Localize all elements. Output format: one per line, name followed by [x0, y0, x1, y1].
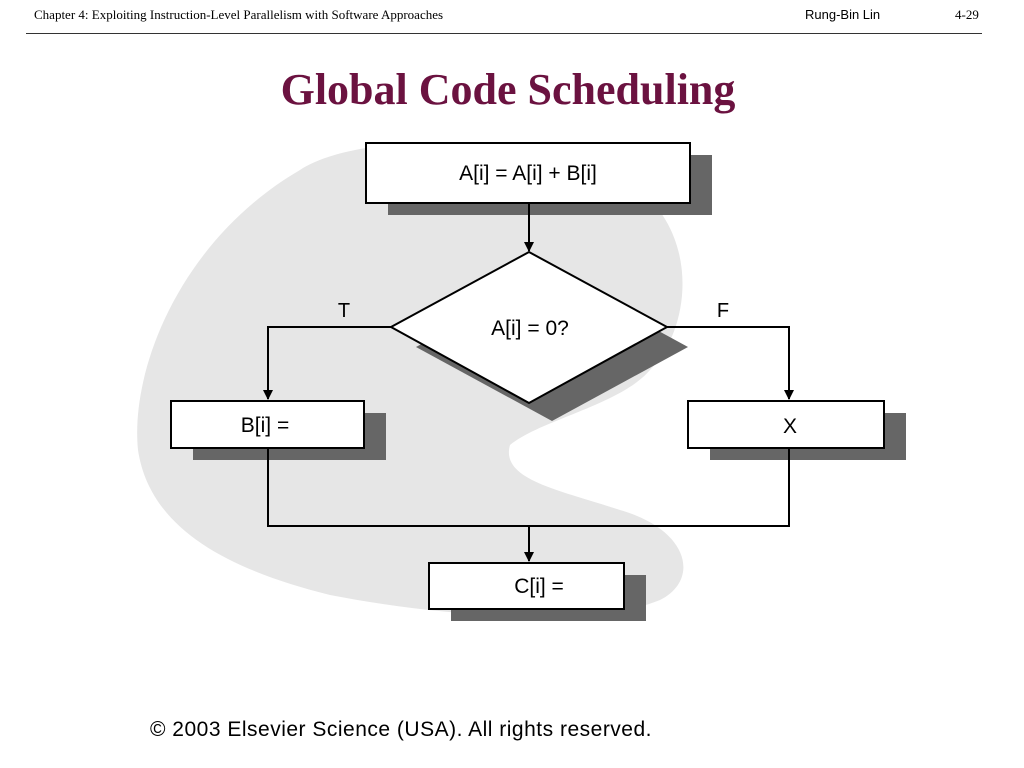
slide-title: Global Code Scheduling [280, 65, 736, 114]
true-branch-label: T [338, 300, 350, 322]
header-rule [26, 33, 982, 34]
bottom-box-label: C[i] = [514, 575, 564, 598]
top-box-label: A[i] = A[i] + B[i] [459, 162, 597, 185]
true-box-label: B[i] = [241, 414, 289, 437]
copyright-notice: © 2003 Elsevier Science (USA). All right… [150, 718, 652, 741]
header-author: Rung-Bin Lin [805, 7, 881, 22]
header-page-number: 4-29 [955, 7, 979, 22]
decision-label: A[i] = 0? [491, 317, 569, 340]
true-box [170, 400, 365, 449]
arrow-false-branch [667, 326, 794, 400]
arrow-true-branch [263, 326, 391, 400]
bottom-box [428, 562, 625, 610]
decision-diamond [388, 250, 670, 405]
false-branch-label: F [717, 300, 729, 322]
header-chapter: Chapter 4: Exploiting Instruction-Level … [34, 7, 444, 22]
top-box [365, 142, 691, 204]
false-box-label: X [783, 415, 797, 438]
false-box [687, 400, 885, 449]
